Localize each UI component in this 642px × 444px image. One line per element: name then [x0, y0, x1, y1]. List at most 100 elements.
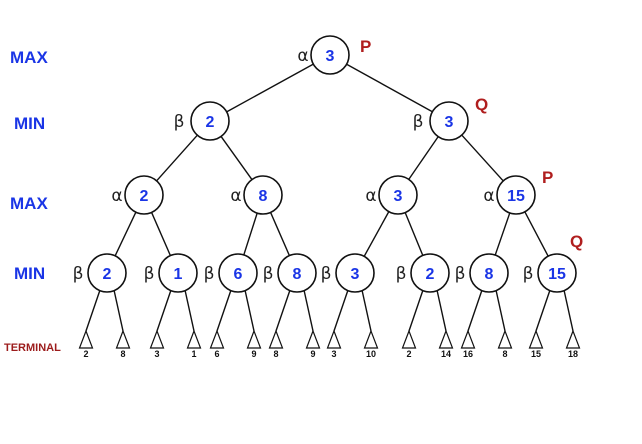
- node-max-1-circle: [243, 175, 283, 215]
- level-label-min-3: MIN: [14, 264, 45, 283]
- terminal-value-12: 16: [463, 349, 473, 359]
- terminal-value-4: 6: [214, 349, 219, 359]
- terminal-triangle-1: [115, 329, 131, 349]
- node-root: 3α: [297, 35, 350, 75]
- terminal-value-10: 2: [406, 349, 411, 359]
- node-min-5-circle: [410, 253, 450, 293]
- node-max-2-greek-label: α: [365, 186, 376, 206]
- node-min-1-value: 1: [174, 266, 183, 283]
- node-max-0-value: 2: [140, 188, 149, 205]
- tag-root: P: [360, 37, 371, 56]
- edge-l2-l3-4: [363, 211, 390, 257]
- edge-l2-l3-2: [243, 212, 258, 256]
- node-min-7-greek-label: β: [523, 264, 534, 284]
- node-min-3-circle: [277, 253, 317, 293]
- node-min-7-circle: [537, 253, 577, 293]
- node-max-0-circle: [124, 175, 164, 215]
- node-min-6-value: 8: [485, 266, 494, 283]
- node-root-circle: [310, 35, 350, 75]
- node-max-3-circle: [496, 175, 536, 215]
- node-min-6-circle: [469, 253, 509, 293]
- node-min-3: 8β: [263, 253, 317, 293]
- node-max-2-value: 3: [394, 188, 403, 205]
- node-max-3-greek-label: α: [483, 186, 494, 206]
- terminal-value-1: 8: [120, 349, 125, 359]
- edge-leaf-10: [408, 289, 424, 332]
- edge-leaf-11: [436, 289, 447, 332]
- terminal-triangle-13: [497, 329, 513, 349]
- edge-leaf-4: [216, 289, 232, 332]
- edge-l1-l2-0: [156, 134, 198, 182]
- node-min-2-value: 6: [234, 266, 243, 283]
- terminal-triangle-2: [149, 329, 165, 349]
- terminal-value-0: 2: [83, 349, 88, 359]
- node-root-value: 3: [326, 48, 335, 65]
- node-min-1-greek-label: β: [144, 264, 155, 284]
- terminal-value-14: 15: [531, 349, 541, 359]
- tag-min-extra: Q: [570, 232, 583, 251]
- level-label-max-0: MAX: [10, 48, 48, 67]
- node-min-4: 3β: [321, 253, 375, 293]
- node-min-right-greek-label: β: [413, 112, 424, 132]
- terminal-value-15: 18: [568, 349, 578, 359]
- edge-leaf-0: [85, 289, 101, 332]
- node-max-2-circle: [378, 175, 418, 215]
- node-min-6-greek-label: β: [455, 264, 466, 284]
- terminal-value-9: 10: [366, 349, 376, 359]
- edge-leaf-5: [244, 289, 255, 332]
- edge-root-minright: [346, 63, 433, 113]
- node-min-1-circle: [158, 253, 198, 293]
- edge-l2-l3-0: [114, 211, 137, 257]
- node-max-1: 8α: [230, 175, 283, 215]
- node-root-greek-label: α: [297, 46, 308, 66]
- edge-leaf-12: [467, 289, 483, 332]
- terminal-triangle-14: [528, 329, 544, 349]
- node-min-0-value: 2: [103, 266, 112, 283]
- node-min-0-circle: [87, 253, 127, 293]
- node-max-0: 2α: [111, 175, 164, 215]
- node-min-right-circle: [429, 101, 469, 141]
- edge-leaf-1: [113, 289, 124, 332]
- terminal-value-2: 3: [154, 349, 159, 359]
- terminal-triangle-7: [305, 329, 321, 349]
- edge-l2-l3-3: [269, 212, 291, 256]
- edge-l1-l2-3: [461, 134, 504, 182]
- node-min-1: 1β: [144, 253, 198, 293]
- node-max-3: 15 α: [483, 175, 536, 215]
- node-min-3-greek-label: β: [263, 264, 274, 284]
- edge-leaf-3: [184, 289, 195, 332]
- node-min-left: 2β: [174, 101, 230, 141]
- node-max-2: 3α: [365, 175, 418, 215]
- terminal-value-8: 3: [331, 349, 336, 359]
- node-min-6: 8β: [455, 253, 509, 293]
- terminal-triangle-6: [268, 329, 284, 349]
- node-min-4-value: 3: [351, 266, 360, 283]
- node-min-2-greek-label: β: [204, 264, 215, 284]
- terminal-triangle-12: [460, 329, 476, 349]
- edge-leaf-15: [563, 289, 574, 332]
- edge-l2-l3-6: [494, 212, 511, 256]
- tree-edges: [85, 63, 574, 332]
- edge-l2-l3-5: [404, 212, 424, 256]
- edge-leaf-7: [303, 289, 314, 332]
- node-min-4-circle: [335, 253, 375, 293]
- edge-leaf-13: [495, 289, 506, 332]
- node-max-1-value: 8: [259, 188, 268, 205]
- terminal-value-6: 8: [273, 349, 278, 359]
- edge-leaf-14: [535, 289, 551, 332]
- tag-max-3: P: [542, 168, 553, 187]
- node-min-left-circle: [190, 101, 230, 141]
- tag-min-right: Q: [475, 95, 488, 114]
- edge-l1-l2-2: [408, 136, 439, 180]
- terminal-triangle-15: [565, 329, 581, 349]
- terminal-triangle-10: [401, 329, 417, 349]
- node-max-3-value: 15: [507, 188, 525, 205]
- terminal-value-5: 9: [251, 349, 256, 359]
- terminal-triangle-4: [209, 329, 225, 349]
- node-min-5: 2β: [396, 253, 450, 293]
- terminal-value-11: 14: [441, 349, 451, 359]
- terminal-triangle-0: [78, 329, 94, 349]
- terminal-value-3: 1: [191, 349, 196, 359]
